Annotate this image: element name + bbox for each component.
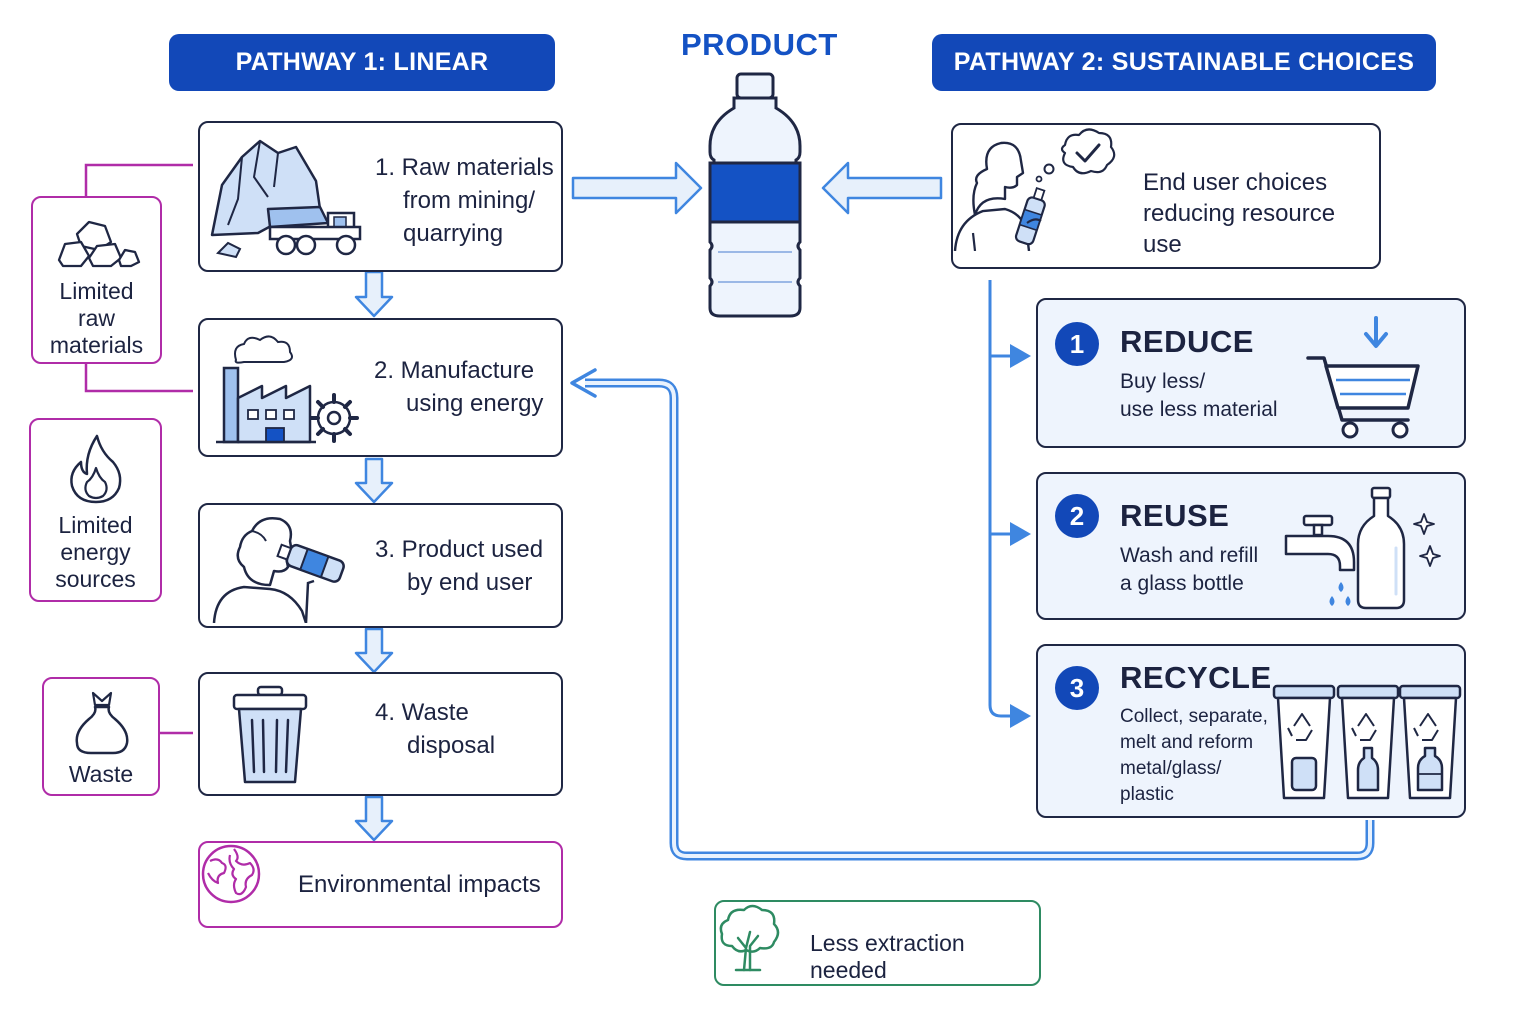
option-number-badge: 2 <box>1055 494 1099 538</box>
recycle-bin-glass <box>1336 684 1400 800</box>
side-note-limited-raw-materials: Limited raw materials <box>31 196 162 364</box>
tap-bottle-icon <box>1284 486 1441 610</box>
option-description: Buy less/ use less material <box>1120 370 1278 421</box>
option-description: Wash and refill a glass bottle <box>1120 544 1259 595</box>
pathway2-header: PATHWAY 2: SUSTAINABLE CHOICES <box>932 34 1436 91</box>
recycle-bin-metal <box>1272 684 1336 800</box>
rocks-icon <box>57 220 141 268</box>
globe-icon <box>201 844 261 904</box>
pathway1-header: PATHWAY 1: LINEAR <box>169 34 555 91</box>
person-thinking-icon <box>953 128 1116 252</box>
environmental-impacts-label: Environmental impacts <box>298 871 541 898</box>
end-user-choices-label: End user choices reducing resource use <box>1143 169 1336 258</box>
flame-icon <box>70 434 122 504</box>
less-extraction-label: Less extraction needed <box>810 930 965 983</box>
product-bottle-icon <box>708 72 802 318</box>
recycle-bin-plastic <box>1398 684 1462 800</box>
side-note-label: Limited energy sources <box>55 512 136 592</box>
option-title: RECYCLE <box>1120 660 1272 695</box>
linear-step-manufacture: 2. Manufacture using energy <box>198 318 563 457</box>
option-number-badge: 3 <box>1055 666 1099 710</box>
option-number-badge: 1 <box>1055 322 1099 366</box>
mining-truck-icon <box>210 139 362 259</box>
shopping-cart-icon <box>1306 316 1420 439</box>
pathway2-header-label: PATHWAY 2: SUSTAINABLE CHOICES <box>953 48 1415 76</box>
option-reuse: 2 REUSE Wash and refill a glass bottle <box>1036 472 1466 620</box>
option-title: REDUCE <box>1120 324 1254 359</box>
waste-bag-icon <box>75 691 129 755</box>
option-title: REUSE <box>1120 498 1230 533</box>
recycle-bins-icon <box>1272 684 1462 800</box>
side-note-waste: Waste <box>42 677 160 796</box>
option-reduce: 1 REDUCE Buy less/ use less material <box>1036 298 1466 448</box>
side-note-label: Waste <box>68 761 134 787</box>
option-description: Collect, separate, melt and reform metal… <box>1120 706 1268 805</box>
less-extraction-box: Less extraction needed <box>714 900 1041 986</box>
product-title: PRODUCT <box>681 27 838 62</box>
trash-bin-icon <box>232 685 308 784</box>
option-recycle: 3 RECYCLE Collect, separate, melt and re… <box>1036 644 1466 818</box>
step-label: 1. Raw materials from mining/ quarrying <box>375 154 554 247</box>
factory-icon <box>216 335 359 444</box>
linear-step-waste-disposal: 4. Waste disposal <box>198 672 563 796</box>
pathway1-header-label: PATHWAY 1: LINEAR <box>235 48 489 76</box>
environmental-impacts-box: Environmental impacts <box>198 841 563 928</box>
side-note-label: Limited raw materials <box>49 278 144 358</box>
person-drinking-icon <box>212 517 345 623</box>
step-label: 3. Product used by end user <box>375 536 544 596</box>
linear-step-end-user: 3. Product used by end user <box>198 503 563 628</box>
side-note-limited-energy-sources: Limited energy sources <box>29 418 162 602</box>
branch-line <box>988 280 1031 728</box>
tree-icon <box>719 904 780 972</box>
end-user-choices-box: End user choices reducing resource use <box>951 123 1381 269</box>
step-label: 4. Waste disposal <box>375 699 496 759</box>
step-label: 2. Manufacture using energy <box>374 357 544 417</box>
linear-step-raw-materials: 1. Raw materials from mining/ quarrying <box>198 121 563 272</box>
